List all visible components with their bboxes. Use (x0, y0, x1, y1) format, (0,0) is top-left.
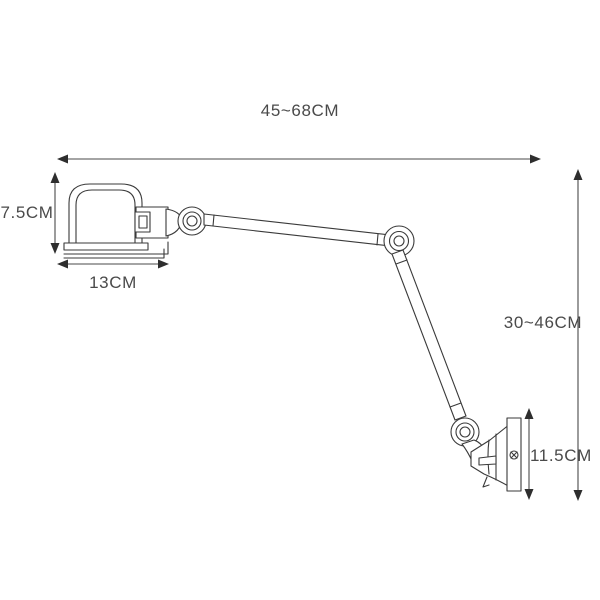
shade-width-dimension: 13CM (57, 259, 169, 292)
shade-height-dimension: 7.5CM (0, 172, 60, 254)
lower-arm-collar-near (395, 259, 408, 265)
wall-mount-assembly (450, 417, 522, 492)
power-cord-2 (63, 248, 165, 259)
head-ball-joint-center (186, 215, 198, 227)
lamp-head-assembly (63, 183, 207, 259)
upper-arm-collar-far (376, 233, 379, 246)
wall-ball-joint-ring (455, 422, 475, 442)
drop-height-dimension: 30~46CM (504, 169, 583, 501)
upper-arm-assembly (203, 213, 391, 247)
elbow-ball-joint-center (393, 235, 405, 247)
upper-arm-tube (203, 213, 391, 247)
wall-bracket-foot (482, 476, 490, 488)
reach-dimension-label: 45~68CM (261, 101, 339, 120)
shade-width-dimension-label: 13CM (89, 273, 137, 292)
wall-bracket-slot (478, 455, 497, 466)
upper-arm-collar-near (212, 214, 215, 227)
lamp-dome-shade-inner (75, 189, 136, 244)
drop-height-dimension-label: 30~46CM (504, 313, 582, 332)
lower-arm-tube (391, 249, 467, 421)
reach-dimension: 45~68CM (57, 101, 541, 164)
plate-height-dimension-label: 11.5CM (530, 446, 592, 465)
head-ball-joint-ring (182, 211, 202, 231)
wall-bracket-cone-seam (487, 439, 490, 475)
wall-ball-joint-center (459, 426, 471, 438)
elbow-joint-assembly (383, 225, 415, 257)
mounting-screw-slot-b (510, 451, 518, 459)
power-cord (63, 241, 169, 255)
switch-box-inner (138, 215, 148, 229)
shade-height-dimension-label: 7.5CM (0, 203, 53, 222)
plate-height-dimension: 11.5CM (524, 408, 592, 500)
lower-arm-collar-far (449, 402, 462, 408)
lamp-dome-shade (68, 183, 143, 244)
elbow-ball-joint-ring (388, 230, 410, 252)
shade-rim (63, 242, 149, 251)
lower-arm-assembly (391, 249, 467, 421)
head-ball-joint (177, 206, 207, 236)
